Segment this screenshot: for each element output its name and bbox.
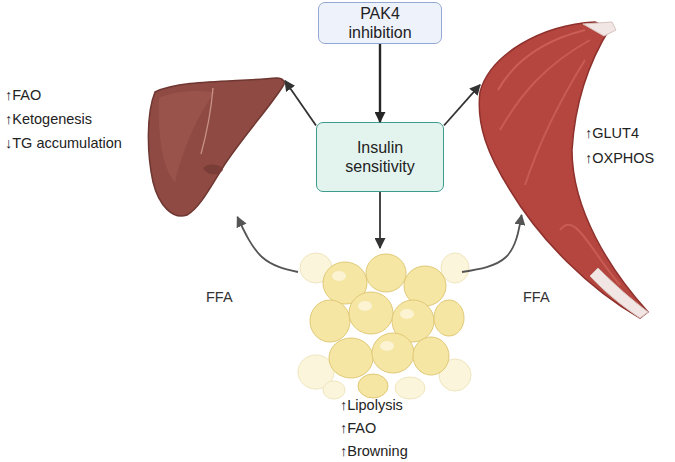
effect-label: ↑OXPHOS [585,149,654,167]
arrow-connector [444,85,480,126]
edge-label: FFA [523,288,550,306]
fat-cell [366,254,406,292]
fat-cell [358,374,388,398]
adipose-illustration [298,253,471,399]
arrow-connector [462,215,522,272]
arrow-connector [379,44,381,122]
process-box: PAK4 inhibition [318,2,442,44]
fat-cell [434,300,464,336]
fat-cell [413,337,449,375]
muscle-belly [479,22,648,318]
box-label: Insulin sensitivity [327,138,433,176]
fat-cell [329,338,373,378]
fat-cell-highlight [400,309,414,319]
muscle-illustration [479,22,648,318]
effect-label: ↓TG accumulation [5,134,122,152]
fat-cell [349,292,393,334]
arrow-connector [237,217,298,272]
muscle-tendon [583,22,616,36]
liver-lobe-detail [203,164,223,174]
fat-cell-faint [395,377,425,399]
liver-shape [148,78,284,216]
effect-label: ↑GLUT4 [585,124,639,142]
effect-label: ↑FAO [340,419,376,437]
box-label: PAK4 inhibition [329,4,431,42]
effect-label: ↑Ketogenesis [5,110,92,128]
fat-cell-faint [441,253,469,283]
muscle-node: ↑GLUT4↑OXPHOS [480,60,640,215]
fat-cell [310,300,350,342]
effect-label: ↑FAO [5,86,41,104]
arrow-connector [285,81,316,126]
fat-cell-highlight [358,301,372,311]
effect-label: ↑Lipolysis [340,396,403,414]
liver-illustration [148,78,284,216]
fat-cell [372,333,414,373]
fat-cell-highlight [332,271,346,281]
muscle-tendon [590,268,648,318]
effect-label: ↑Browning [340,442,408,460]
muscle-fiber [500,40,590,130]
muscle-fiber [525,60,585,185]
edge-label: FFA [206,288,233,306]
fat-cell-highlight [380,341,394,351]
liver-ligament [201,88,213,154]
arrow-connector [379,192,381,248]
liver-node: ↑FAO↑Ketogenesis↓TG accumulation [145,72,285,217]
adipose-node: ↑Lipolysis↑FAO↑Browning [298,248,462,398]
fat-cell-faint [323,381,345,399]
process-box: Insulin sensitivity [316,122,444,192]
